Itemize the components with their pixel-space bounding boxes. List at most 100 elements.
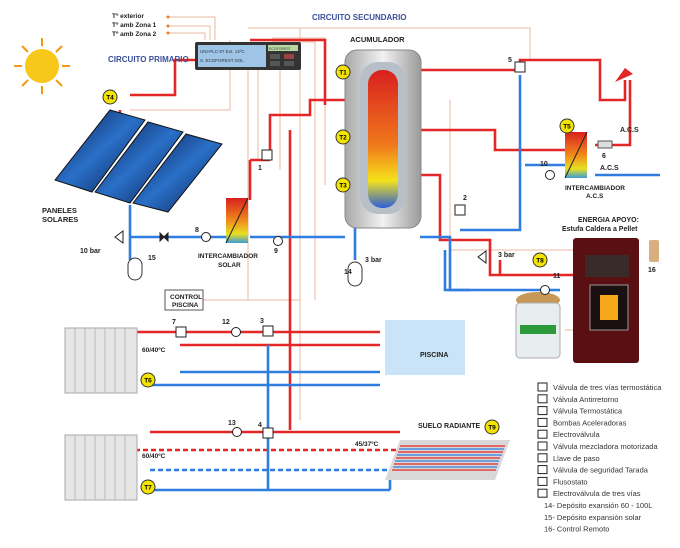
legend-item: Válvula de seguridad Tarada bbox=[553, 466, 649, 475]
pump-10-icon bbox=[545, 170, 555, 180]
legend-item: Electroválvula bbox=[553, 430, 601, 439]
label-10bar: 10 bar bbox=[80, 248, 101, 255]
pump-13-icon bbox=[232, 427, 242, 437]
pumps bbox=[201, 170, 555, 437]
label-3bar-b: 3 bar bbox=[498, 252, 515, 259]
controller-display: UNI-PLC-07 Ext. 14ºC S. ECOFOREST SOL EC… bbox=[195, 42, 301, 70]
valves bbox=[114, 61, 526, 439]
label-control-piscina: CONTROL bbox=[170, 294, 202, 301]
three-way-solenoid-valve-icon bbox=[537, 488, 548, 498]
solar-heat-exchanger bbox=[225, 197, 249, 244]
legend-item: Válvula mezcladora motorizada bbox=[553, 442, 658, 451]
cold-pipes bbox=[128, 75, 660, 492]
label-piscina: PISCINA bbox=[420, 352, 448, 359]
label-num-13: 13 bbox=[228, 420, 236, 427]
safety-valve-icon bbox=[537, 465, 548, 475]
valve-1-icon bbox=[261, 149, 273, 161]
label-num-8: 8 bbox=[195, 227, 199, 234]
controller-line1: UNI-PLC-07 Ext. 14ºC bbox=[200, 49, 245, 54]
label-num-9: 9 bbox=[274, 248, 278, 255]
label-num-11: 11 bbox=[553, 273, 561, 280]
valve-2-icon bbox=[454, 204, 466, 216]
label-3bar-a: 3 bar bbox=[365, 257, 382, 264]
sensor-label: T6 bbox=[144, 378, 152, 385]
label-int-acs-2: A.C.S bbox=[586, 193, 604, 200]
motorized-mixing-valve-icon bbox=[537, 441, 548, 451]
sensor-label: T5 bbox=[563, 124, 571, 131]
legend-item: 15- Depósito expansión solar bbox=[544, 513, 642, 522]
stop-valve-icon bbox=[537, 453, 548, 463]
sensor-t6: T6 bbox=[140, 372, 156, 388]
sensor-t9: T9 bbox=[484, 419, 500, 435]
safety-valve-10bar-icon bbox=[114, 230, 124, 244]
sensor-t3: T3 bbox=[335, 177, 351, 193]
label-suelo-temp: 45/37ºC bbox=[355, 441, 379, 448]
label-paneles: PANELES bbox=[42, 206, 77, 215]
pellet-bag bbox=[515, 292, 561, 359]
pump-12-icon bbox=[231, 327, 241, 337]
label-num-5: 5 bbox=[508, 57, 512, 64]
control-piscina-box bbox=[164, 289, 204, 311]
legend-item: Flusostato bbox=[553, 477, 588, 486]
sensor-label: T9 bbox=[488, 425, 496, 432]
sensor-t8: T8 bbox=[532, 252, 548, 268]
label-num-15: 15 bbox=[148, 255, 156, 262]
label-acumulador: ACUMULADOR bbox=[350, 35, 405, 44]
legend: Válvula de tres vías termostáticaVálvula… bbox=[537, 382, 662, 534]
pump-9-icon bbox=[273, 236, 283, 246]
flow-switch-icon bbox=[537, 476, 548, 486]
label-num-1: 1 bbox=[258, 165, 262, 172]
sensor-label: T8 bbox=[536, 258, 544, 265]
legend-item: 16- Control Remoto bbox=[544, 525, 609, 534]
solenoid-valve-icon bbox=[537, 429, 548, 439]
legend-item: Válvula Antirretorno bbox=[553, 395, 618, 404]
solar-panels bbox=[54, 109, 223, 213]
label-acs-hot: A.C.S bbox=[620, 127, 639, 134]
acs-heat-exchanger bbox=[564, 131, 588, 179]
sensor-label: T3 bbox=[339, 183, 347, 190]
label-num-16: 16 bbox=[648, 267, 656, 274]
safety-valve-3bar-icon bbox=[477, 250, 487, 264]
stop-valve-icon bbox=[159, 231, 169, 243]
label-solares: SOLARES bbox=[42, 215, 78, 224]
label-num-6: 6 bbox=[602, 153, 606, 160]
label-num-12: 12 bbox=[222, 319, 230, 326]
label-int-solar-2: SOLAR bbox=[218, 262, 241, 269]
sensor-t4: T4 bbox=[102, 89, 118, 105]
label-circuito-primario: CIRCUITO PRIMARIO bbox=[108, 55, 189, 64]
sensor-label: T1 bbox=[339, 70, 347, 77]
label-int-acs: INTERCAMBIADOR bbox=[565, 185, 625, 192]
label-estufa: Estufa Caldera a Pellet bbox=[562, 226, 638, 233]
label-num-2: 2 bbox=[463, 195, 467, 202]
label-control-piscina-2: PISCINA bbox=[172, 302, 199, 309]
label-energia: ENERGIA APOYO: bbox=[578, 217, 639, 224]
pool bbox=[385, 320, 465, 375]
radiator-zone2 bbox=[64, 434, 138, 501]
legend-item: Bombas Aceleradoras bbox=[553, 418, 627, 427]
check-valve-icon bbox=[537, 394, 548, 404]
thermostatic-valve-icon bbox=[537, 406, 548, 416]
valve-7-icon bbox=[175, 326, 187, 338]
sensor-t2: T2 bbox=[335, 129, 351, 145]
sun-icon bbox=[14, 38, 70, 94]
label-temp-zona2: Tº amb Zona 2 bbox=[112, 31, 157, 38]
label-rad2-temp: 60/40ºC bbox=[142, 453, 166, 460]
three-way-thermostatic-valve-icon bbox=[537, 382, 548, 392]
label-num-7: 7 bbox=[172, 319, 176, 326]
label-circuito-secundario: CIRCUITO SECUNDARIO bbox=[312, 13, 407, 22]
flow-switch-icon bbox=[597, 140, 613, 149]
legend-item: Llave de paso bbox=[553, 454, 600, 463]
label-num-3: 3 bbox=[260, 318, 264, 325]
label-suelo-radiante: SUELO RADIANTE bbox=[418, 423, 481, 430]
sensor-label: T2 bbox=[339, 135, 347, 142]
pump-icon bbox=[537, 417, 548, 427]
legend-item: 14- Depósito exansión 60 - 100L bbox=[544, 501, 652, 510]
accumulator-tank bbox=[344, 49, 422, 229]
label-temp-exterior: Tº exterior bbox=[112, 13, 144, 20]
expansion-tank-solar bbox=[127, 257, 143, 281]
remote-control-icon bbox=[649, 240, 659, 262]
expansion-tank-14 bbox=[347, 261, 363, 287]
pellet-stove bbox=[573, 238, 639, 363]
